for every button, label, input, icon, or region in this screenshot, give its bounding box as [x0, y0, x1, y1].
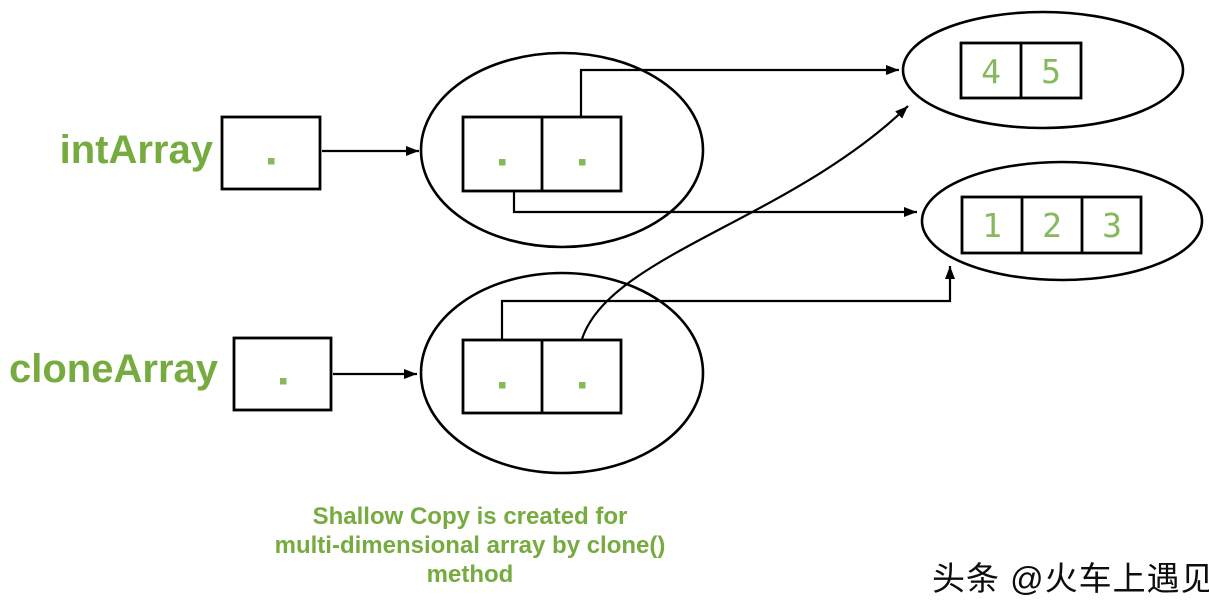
caption-line: method [426, 561, 514, 588]
array-cell-value: 3 [1102, 206, 1122, 245]
caption-line: Shallow Copy is created for [312, 503, 628, 530]
watermark: 头条 @火车上遇见 [932, 560, 1209, 597]
pointer-dot [499, 382, 506, 389]
pointer-dot [268, 158, 275, 165]
row-array-1-2-3-ellipse [920, 160, 1204, 282]
arrow-clonearray-slot0-to-row123-icon [500, 266, 955, 339]
arrow-clonearray-slot1-to-row45-icon [580, 105, 909, 340]
pointer-dot [280, 378, 287, 385]
array-cell-value: 1 [982, 206, 1002, 245]
pointer-dot [499, 159, 506, 166]
clonearray-label: cloneArray [9, 347, 218, 391]
arrow-intarray-slot0-to-row123-icon [512, 192, 917, 217]
intarray-pointer-box [220, 115, 322, 191]
caption-line: multi-dimensional array by clone() [274, 532, 666, 559]
arrow-intarray-slot1-to-row45-icon [579, 65, 899, 116]
array-cell-value: 4 [981, 52, 1001, 91]
row-array-4-5-ellipse [901, 10, 1185, 130]
clonearray-pointer-box [232, 336, 333, 412]
array-cell-value: 5 [1041, 52, 1061, 91]
clonearray-object-ellipse [419, 271, 705, 475]
row-array-1-2-3-box [960, 195, 1143, 255]
pointer-dot [579, 159, 586, 166]
pointer-dot [579, 382, 586, 389]
array-cell-value: 2 [1042, 206, 1062, 245]
intarray-object-ellipse [419, 51, 705, 249]
caption: Shallow Copy is created for multi-dimens… [210, 502, 730, 589]
intarray-label: intArray [59, 128, 213, 172]
